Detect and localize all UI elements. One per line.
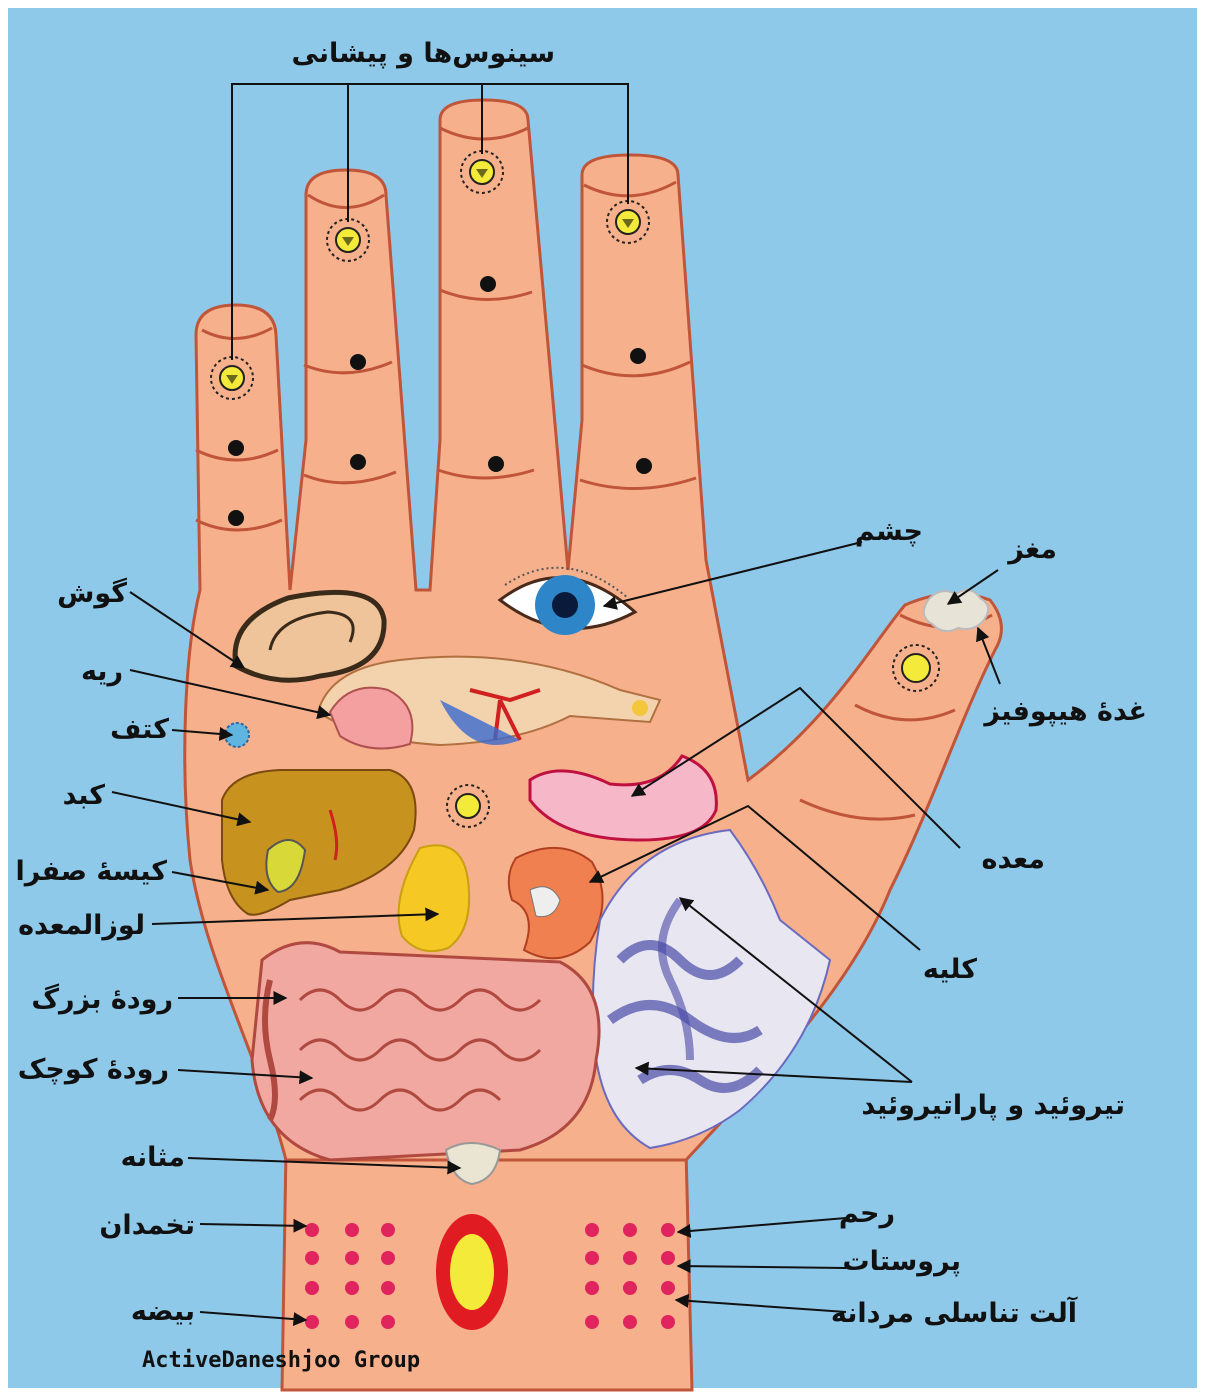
label-small-intestine: رودهٔ کوچک <box>18 1056 169 1083</box>
label-pancreas: لوزالمعده <box>18 912 145 939</box>
label-male-genitals: آلت تناسلی مردانه <box>831 1300 1077 1327</box>
label-thyroid: تیروئید و پاراتیروئید <box>861 1092 1125 1119</box>
label-pituitary: غدهٔ هیپوفیز <box>984 698 1147 725</box>
label-kidney: کلیه <box>923 956 977 983</box>
intestine-organs <box>252 943 599 1160</box>
wrist-center-point <box>436 1214 508 1330</box>
label-liver: کبد <box>63 782 105 809</box>
label-stomach: معده <box>982 846 1046 873</box>
credit-text: ActiveDaneshjoo Group <box>142 1348 420 1373</box>
label-uterus: رحم <box>839 1200 895 1227</box>
label-large-intestine: رودهٔ بزرگ <box>31 986 173 1013</box>
label-ovary: تخمدان <box>99 1212 195 1239</box>
label-ear: گوش <box>57 580 127 607</box>
label-brain: مغز <box>1008 536 1057 563</box>
label-eye: چشم <box>855 518 923 545</box>
label-bladder: مثانه <box>121 1144 185 1171</box>
label-gallbladder: کیسهٔ صفرا <box>15 858 167 885</box>
label-lung: ریه <box>81 658 123 685</box>
label-prostate: پروستات <box>842 1248 961 1275</box>
label-testis: بیضه <box>131 1298 195 1325</box>
brain-organ <box>924 590 988 631</box>
label-sinus: سینوس‌ها و پیشانی <box>292 40 555 67</box>
label-shoulder: کتف <box>110 716 169 743</box>
